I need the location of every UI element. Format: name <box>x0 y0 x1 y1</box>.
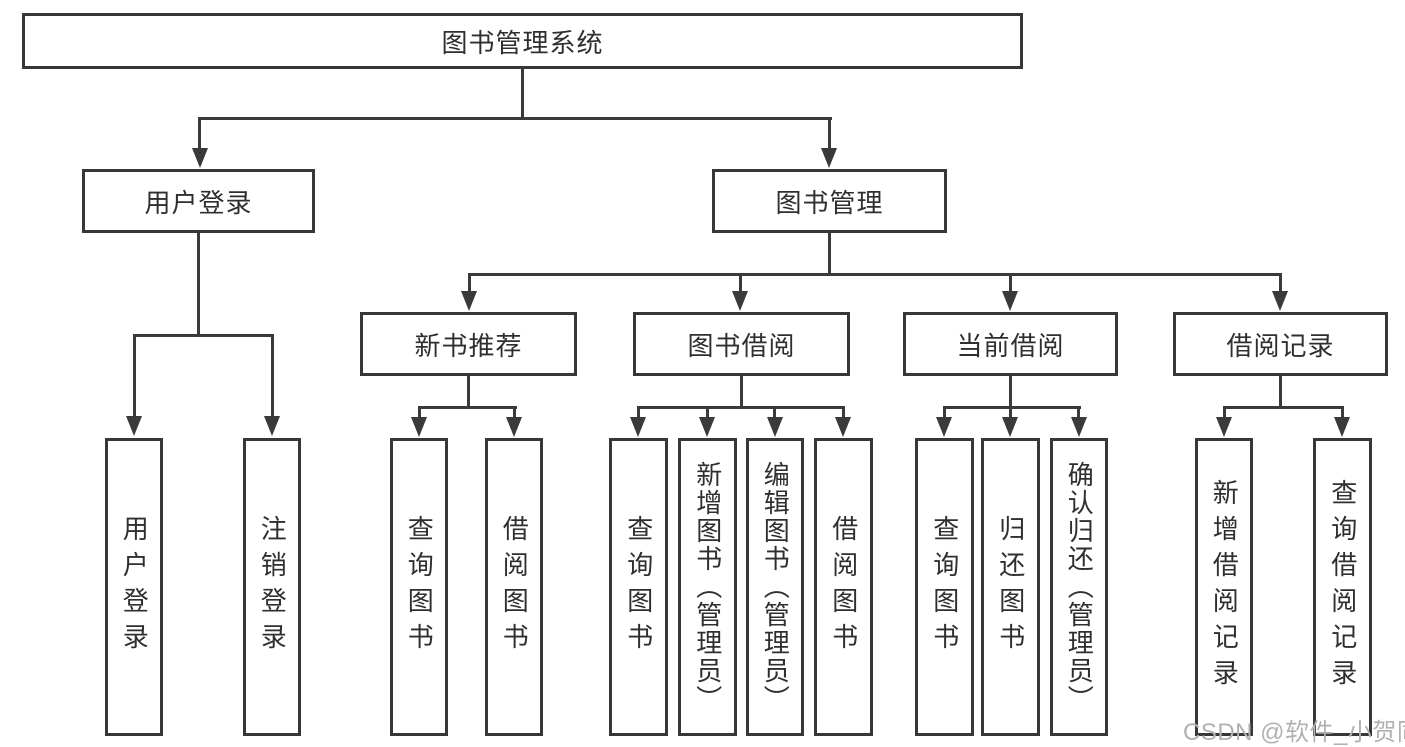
node-leaf-logout: 注销登录 <box>243 438 301 736</box>
node-label: 确认归还（管理员） <box>1064 461 1095 713</box>
connector <box>1341 406 1344 420</box>
connector <box>1009 406 1012 420</box>
connector <box>706 406 709 420</box>
arrow-down-icon <box>699 417 715 437</box>
arrow-down-icon <box>1216 417 1232 437</box>
connector <box>133 334 274 337</box>
arrow-down-icon <box>767 417 783 437</box>
connector <box>1279 376 1282 409</box>
connector <box>468 273 1282 276</box>
node-leaf-query-book-2: 查询图书 <box>609 438 668 736</box>
arrow-down-icon <box>1071 417 1087 437</box>
node-label: 注销登录 <box>257 515 288 659</box>
node-label: 编辑图书（管理员） <box>760 461 791 713</box>
connector <box>1009 376 1012 409</box>
connector <box>467 376 470 409</box>
node-leaf-borrow-book-1: 借阅图书 <box>485 438 543 736</box>
node-leaf-edit-book-admin: 编辑图书（管理员） <box>746 438 804 736</box>
node-leaf-borrow-book-2: 借阅图书 <box>814 438 873 736</box>
connector <box>773 406 776 420</box>
connector <box>943 406 1081 409</box>
node-label: 查询图书 <box>623 515 654 659</box>
arrow-down-icon <box>192 148 208 168</box>
arrow-down-icon <box>506 417 522 437</box>
arrow-down-icon <box>936 417 952 437</box>
connector <box>198 117 201 150</box>
connector <box>133 334 136 418</box>
node-label: 查询图书 <box>929 515 960 659</box>
connector <box>1077 406 1080 420</box>
arrow-down-icon <box>835 417 851 437</box>
connector <box>1009 273 1012 293</box>
node-leaf-confirm-return-admin: 确认归还（管理员） <box>1050 438 1108 736</box>
node-leaf-add-borrow-record: 新增借阅记录 <box>1195 438 1253 736</box>
connector <box>1223 406 1344 409</box>
connector <box>1223 406 1226 420</box>
arrow-down-icon <box>732 291 748 311</box>
node-user-login: 用户登录 <box>82 169 315 233</box>
connector <box>828 117 831 150</box>
connector <box>271 334 274 418</box>
node-book-management: 图书管理 <box>712 169 947 233</box>
arrow-down-icon <box>264 416 280 436</box>
arrow-down-icon <box>461 291 477 311</box>
node-label: 查询借阅记录 <box>1327 479 1358 695</box>
node-borrow-records: 借阅记录 <box>1173 312 1388 376</box>
node-new-book-recommend: 新书推荐 <box>360 312 577 376</box>
connector <box>198 117 832 120</box>
node-leaf-return-book: 归还图书 <box>981 438 1040 736</box>
connector <box>513 406 516 420</box>
connector <box>828 233 831 276</box>
arrow-down-icon <box>1272 291 1288 311</box>
connector <box>842 406 845 420</box>
node-leaf-query-book-3: 查询图书 <box>915 438 974 736</box>
node-leaf-query-borrow-record: 查询借阅记录 <box>1313 438 1372 736</box>
node-label: 查询图书 <box>404 515 435 659</box>
connector <box>418 406 421 420</box>
connector <box>739 273 742 293</box>
node-label: 归还图书 <box>995 515 1026 659</box>
connector <box>943 406 946 420</box>
arrow-down-icon <box>1334 417 1350 437</box>
arrow-down-icon <box>821 148 837 168</box>
node-current-borrow: 当前借阅 <box>903 312 1118 376</box>
connector <box>1279 273 1282 293</box>
node-book-borrow: 图书借阅 <box>633 312 850 376</box>
node-label: 新增图书（管理员） <box>692 461 723 713</box>
node-leaf-query-book-1: 查询图书 <box>390 438 448 736</box>
node-label: 用户登录 <box>119 515 150 659</box>
node-label: 借阅图书 <box>499 515 530 659</box>
arrow-down-icon <box>126 416 142 436</box>
arrow-down-icon <box>1002 417 1018 437</box>
arrow-down-icon <box>630 417 646 437</box>
connector <box>637 406 845 409</box>
connector <box>197 233 200 337</box>
connector <box>468 273 471 293</box>
connector <box>521 69 524 120</box>
arrow-down-icon <box>411 417 427 437</box>
node-label: 借阅图书 <box>828 515 859 659</box>
arrow-down-icon <box>1002 291 1018 311</box>
node-label: 新增借阅记录 <box>1209 479 1240 695</box>
connector <box>418 406 517 409</box>
connector <box>740 376 743 409</box>
node-leaf-user-login: 用户登录 <box>105 438 163 736</box>
node-root: 图书管理系统 <box>22 13 1023 69</box>
connector <box>637 406 640 420</box>
node-leaf-add-book-admin: 新增图书（管理员） <box>678 438 737 736</box>
csdn-watermark: CSDN @软件_小贺同学 <box>1183 719 1405 746</box>
